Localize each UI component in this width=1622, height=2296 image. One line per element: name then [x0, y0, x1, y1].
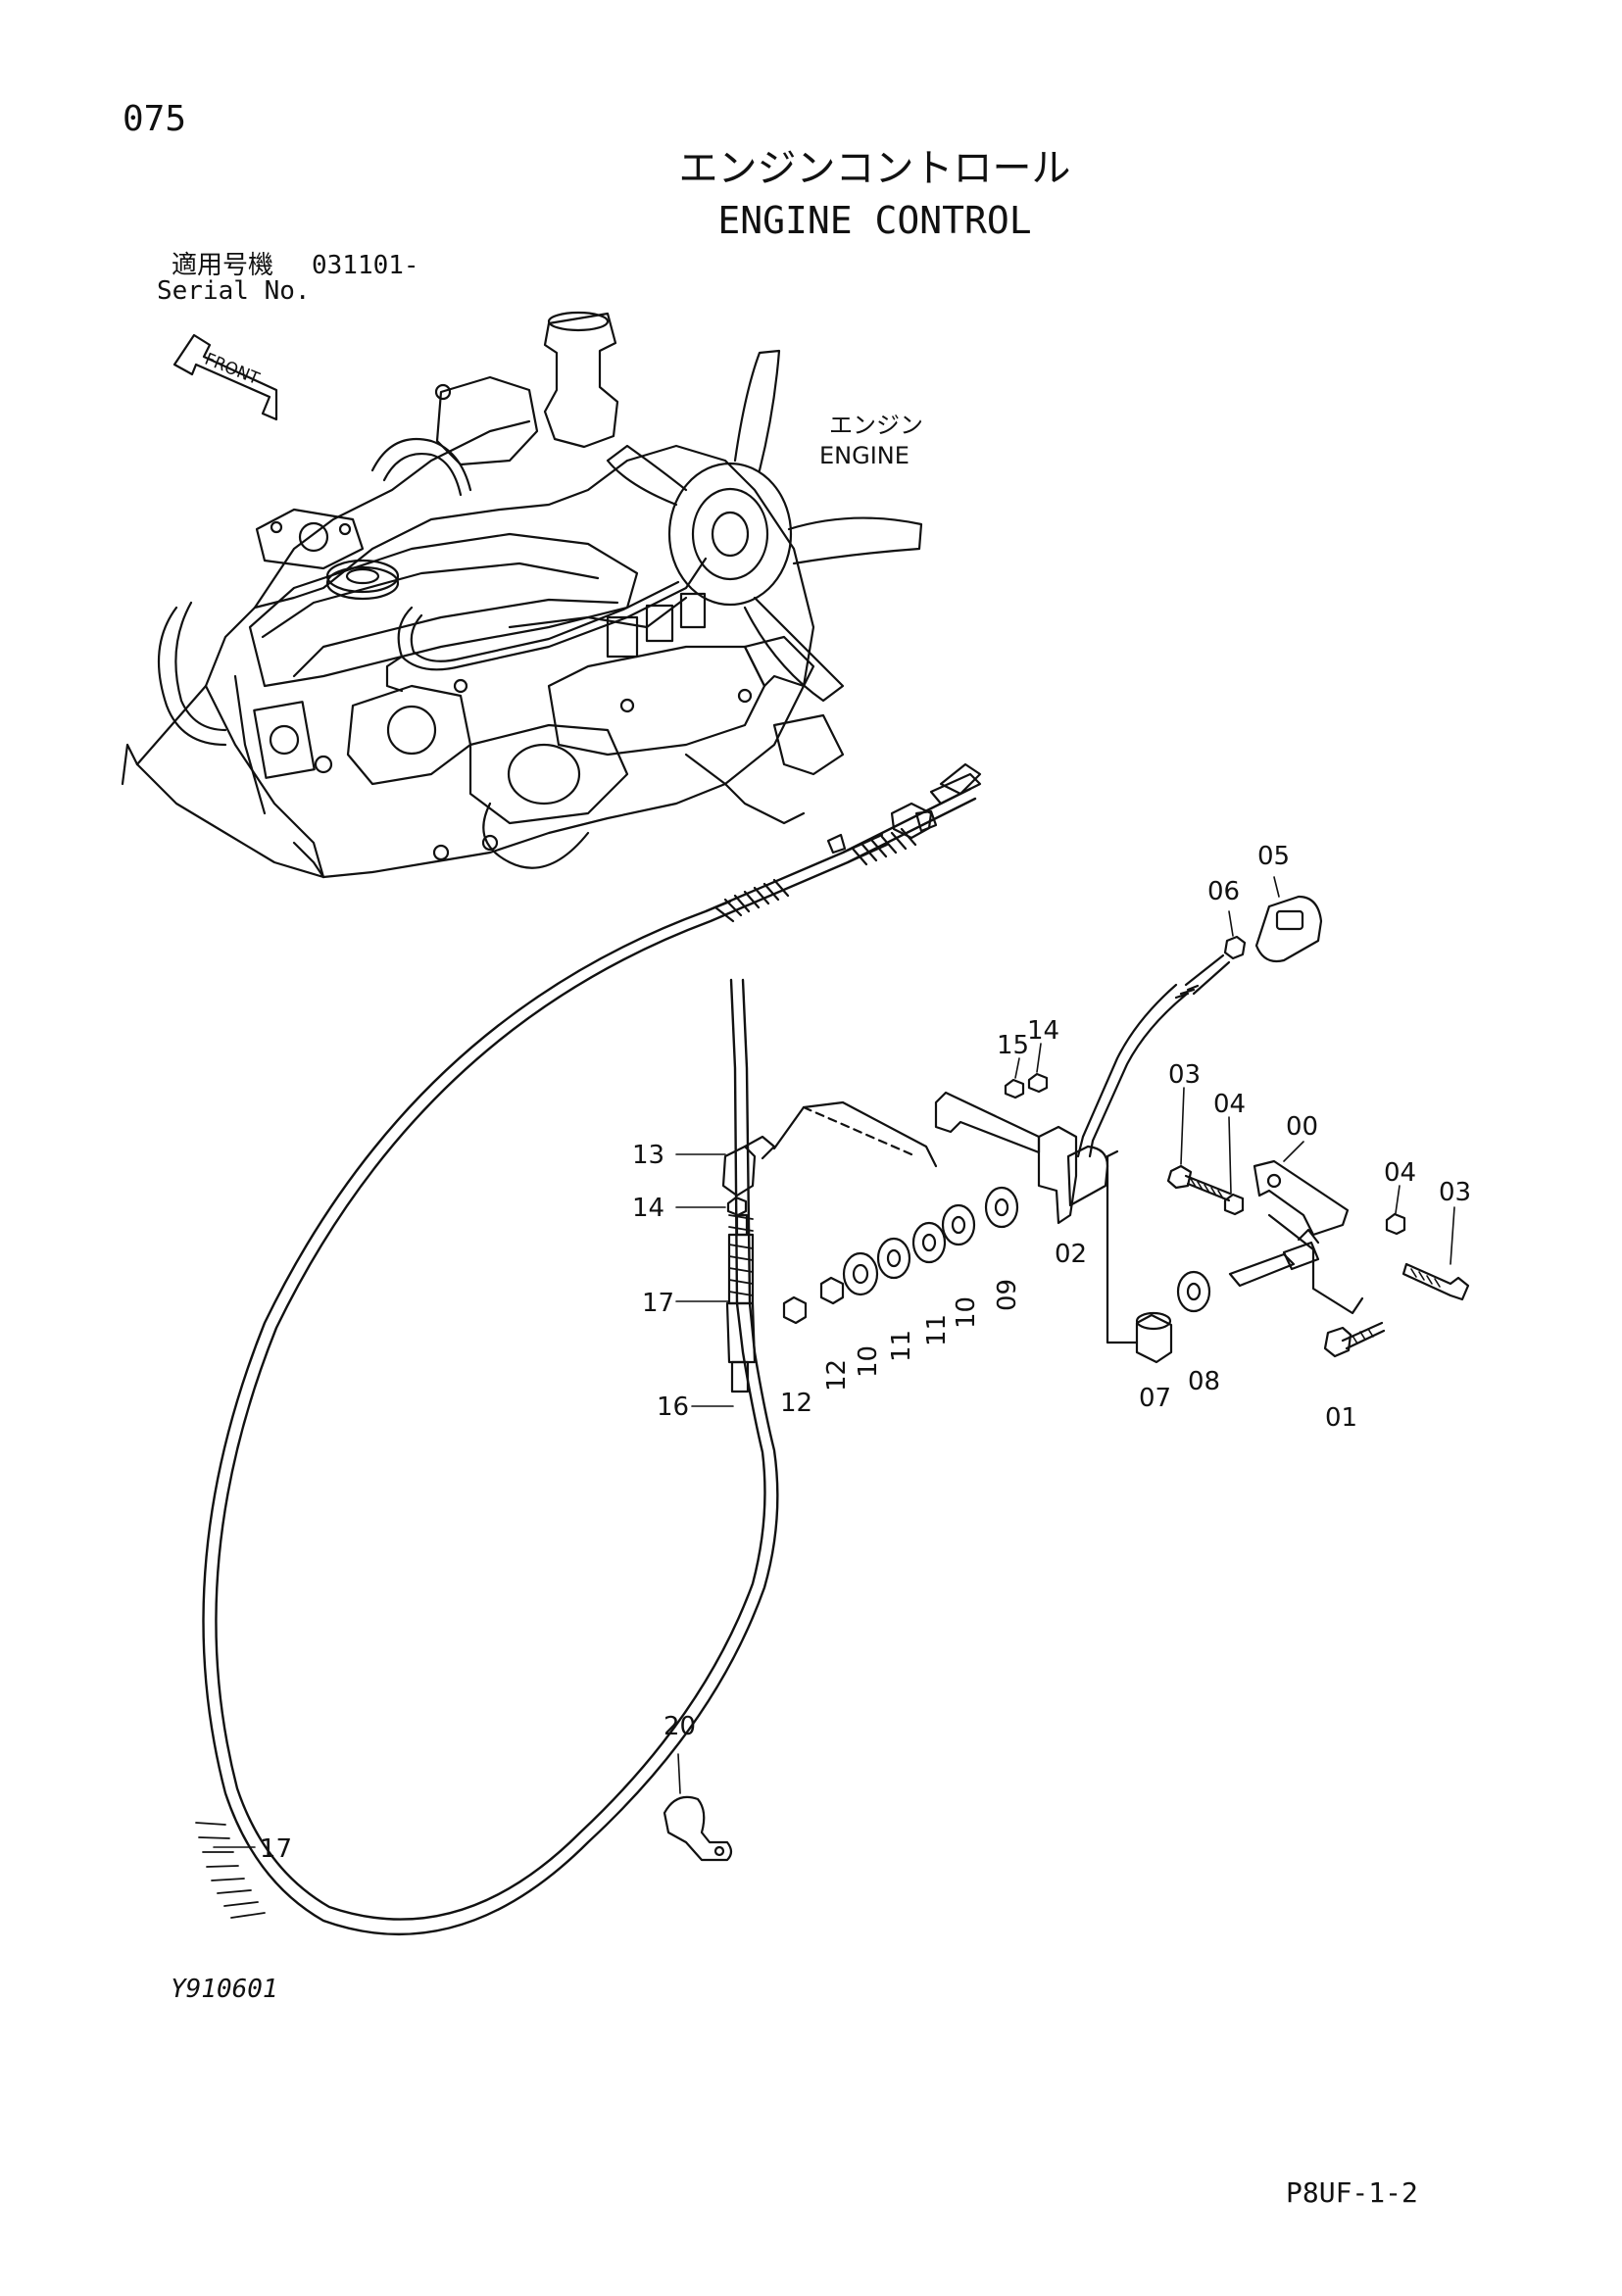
- part-label-13: 13: [632, 1141, 664, 1170]
- cable-clamp-icon: [663, 1795, 733, 1862]
- part-label-03: 03: [1168, 1060, 1201, 1090]
- part-label-14: 14: [1027, 1016, 1059, 1046]
- part-labels: 05 06 15 14 03 04 00 04 03 13 14 17 16 0…: [260, 842, 1471, 1864]
- part-label-07: 07: [1139, 1384, 1171, 1413]
- part-label-06: 06: [1207, 877, 1240, 906]
- part-label-02: 02: [1055, 1240, 1087, 1269]
- drawing-code: Y910601: [171, 1975, 278, 2004]
- part-label-12: 12: [822, 1359, 852, 1392]
- page-number: 075: [123, 99, 187, 139]
- engine-illustration: [121, 311, 923, 879]
- part-label-10: 10: [952, 1296, 981, 1329]
- fan-icon: [606, 349, 923, 703]
- part-label-05: 05: [1257, 842, 1290, 871]
- part-label-04: 04: [1213, 1090, 1246, 1119]
- part-label-04: 04: [1384, 1158, 1416, 1188]
- lever-assembly: [721, 895, 1470, 1364]
- cable-engine-end: [890, 772, 982, 840]
- part-label-11: 11: [887, 1330, 916, 1362]
- part-label-12: 12: [780, 1389, 812, 1418]
- part-label-10: 10: [854, 1345, 883, 1378]
- page-code: P8UF-1-2: [1286, 2176, 1418, 2209]
- part-label-03: 03: [1439, 1178, 1471, 1207]
- part-label-16: 16: [657, 1392, 689, 1422]
- part-label-09: 09: [993, 1279, 1022, 1311]
- engine-label-japanese: エンジン: [829, 412, 923, 439]
- part-label-15: 15: [997, 1031, 1029, 1060]
- page-title-japanese: エンジンコントロール: [678, 146, 1071, 191]
- part-label-20: 20: [664, 1712, 696, 1741]
- serial-label-english: Serial No.: [157, 276, 311, 306]
- part-label-11: 11: [922, 1314, 952, 1346]
- part-label-08: 08: [1188, 1367, 1220, 1396]
- part-label-17: 17: [260, 1834, 292, 1864]
- part-label-01: 01: [1325, 1403, 1357, 1433]
- part-label-17: 17: [642, 1289, 674, 1318]
- front-arrow-label: FRONT: [202, 350, 263, 390]
- engine-label-english: ENGINE: [819, 442, 909, 469]
- serial-number-value: 031101-: [312, 251, 419, 280]
- page-title-english: ENGINE CONTROL: [717, 199, 1032, 242]
- serial-label-japanese: 適用号機: [172, 251, 274, 280]
- front-arrow-icon: FRONT: [172, 333, 278, 421]
- leader-lines: [213, 876, 1455, 1848]
- part-label-14: 14: [632, 1194, 664, 1223]
- part-label-00: 00: [1286, 1112, 1318, 1142]
